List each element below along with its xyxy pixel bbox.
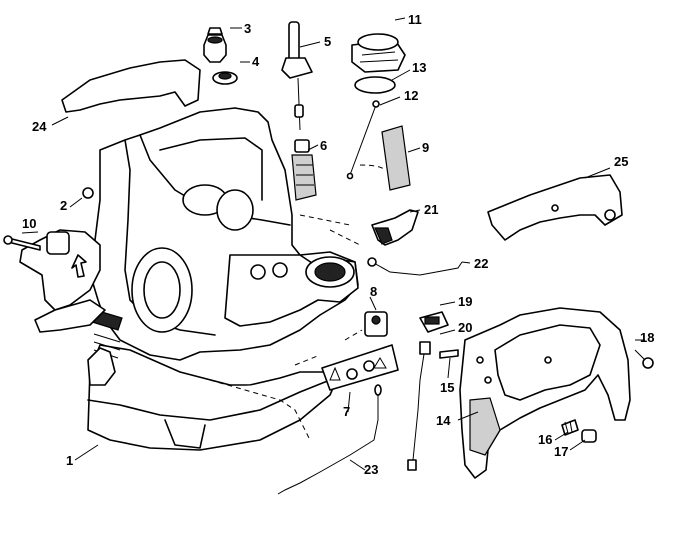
callout-16: 16 <box>538 432 552 447</box>
leader-lines <box>21 17 645 471</box>
callout-18: 18 <box>640 330 654 345</box>
part-7-decal <box>321 344 399 391</box>
part-22-rod <box>371 261 463 276</box>
callout-14: 14 <box>436 413 451 428</box>
callout-4: 4 <box>252 54 260 69</box>
callout-19: 19 <box>458 294 472 309</box>
part-9-pad <box>381 125 411 191</box>
part-3-cap <box>203 27 227 63</box>
callout-6: 6 <box>320 138 327 153</box>
callout-23: 23 <box>364 462 378 477</box>
part-21-trigger <box>371 209 419 246</box>
part-18-screw <box>634 349 654 369</box>
part-24-cover <box>61 59 201 113</box>
part-15-screw <box>439 349 459 359</box>
callout-3: 3 <box>244 21 251 36</box>
blower-housing <box>19 107 359 451</box>
callout-20: 20 <box>458 320 472 335</box>
callout-17: 17 <box>554 444 568 459</box>
callout-15: 15 <box>440 380 454 395</box>
part-17-plug <box>581 429 597 443</box>
callout-2: 2 <box>60 198 67 213</box>
part-5-vent <box>281 21 313 131</box>
callout-25: 25 <box>614 154 628 169</box>
part-23-wire <box>277 392 379 495</box>
callout-labels: 1 2 3 4 5 6 7 8 9 10 11 12 13 14 15 16 1… <box>22 12 654 477</box>
part-20-connector <box>407 341 431 471</box>
part-2-plug <box>82 187 94 199</box>
callout-5: 5 <box>324 34 331 49</box>
callout-10: 10 <box>22 216 36 231</box>
callout-9: 9 <box>422 140 429 155</box>
part-6-filter <box>291 139 317 201</box>
callout-1: 1 <box>66 453 73 468</box>
part-14-handle <box>459 307 631 479</box>
callout-11: 11 <box>408 12 422 27</box>
part-4-grommet <box>212 71 238 85</box>
part-16-spring <box>561 419 579 436</box>
part-12-rod <box>349 104 377 176</box>
part-13-oring <box>354 76 396 94</box>
callout-12: 12 <box>404 88 418 103</box>
callout-7: 7 <box>343 404 350 419</box>
callout-13: 13 <box>412 60 426 75</box>
part-8-switch <box>364 311 388 337</box>
part-11-tank-cap <box>351 33 406 73</box>
callout-8: 8 <box>370 284 377 299</box>
callout-22: 22 <box>474 256 488 271</box>
part-19-switch <box>419 311 449 333</box>
callout-24: 24 <box>32 119 47 134</box>
callout-21: 21 <box>424 202 438 217</box>
